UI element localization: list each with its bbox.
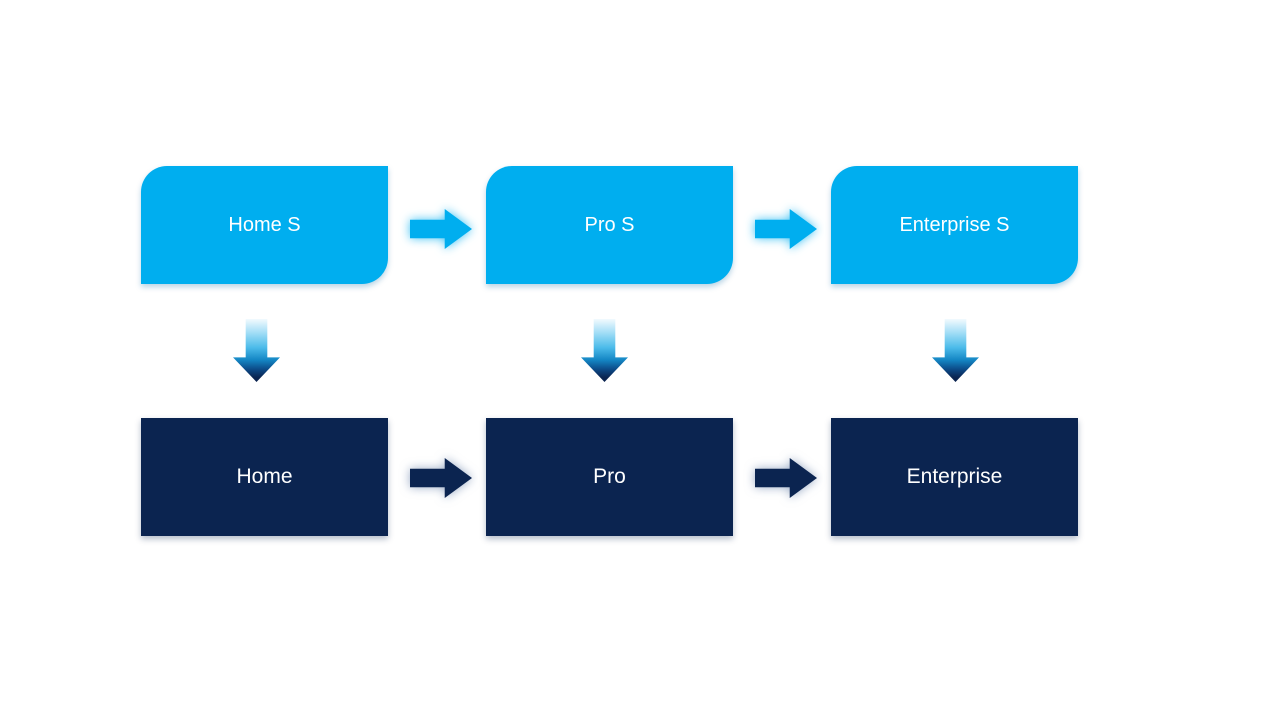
- right-arrow-shape: [755, 209, 817, 249]
- right-arrow-shape: [410, 209, 472, 249]
- node-label: Pro S: [584, 213, 635, 236]
- down-arrow-icon: [233, 319, 280, 382]
- right-arrow-shape: [755, 458, 817, 498]
- node-label: Enterprise S: [899, 213, 1010, 236]
- node-label: Enterprise: [906, 465, 1003, 488]
- node-label: Pro: [593, 465, 626, 488]
- right-arrow-icon: [410, 458, 472, 498]
- node-label: Home: [236, 465, 293, 488]
- node-pro: Pro: [486, 418, 733, 536]
- node-enterprise-s: Enterprise S: [831, 166, 1078, 284]
- node-pro-s: Pro S: [486, 166, 733, 284]
- right-arrow-icon: [410, 209, 472, 249]
- node-home-s: Home S: [141, 166, 388, 284]
- right-arrow-shape: [410, 458, 472, 498]
- node-home: Home: [141, 418, 388, 536]
- node-label: Home S: [228, 213, 301, 236]
- right-arrow-icon: [755, 209, 817, 249]
- node-enterprise: Enterprise: [831, 418, 1078, 536]
- down-arrow-icon: [581, 319, 628, 382]
- down-arrow-icon: [932, 319, 979, 382]
- right-arrow-icon: [755, 458, 817, 498]
